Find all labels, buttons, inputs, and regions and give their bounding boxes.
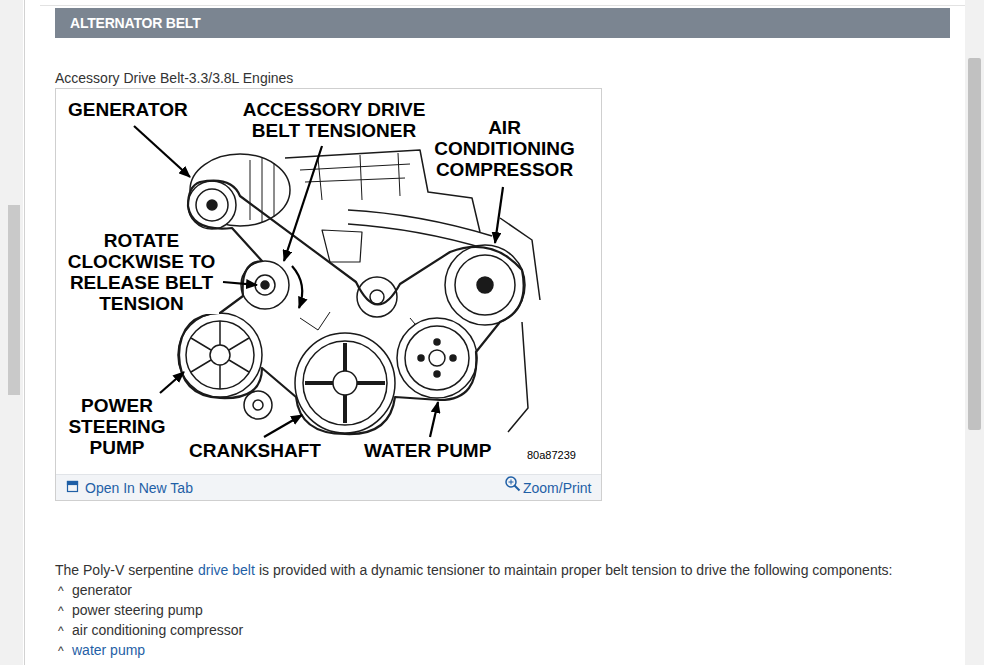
body-text: is provided with a dynamic tensioner to …: [259, 562, 892, 578]
figure-footer: [56, 474, 601, 500]
list-item-link: water pump: [72, 642, 145, 658]
crankshaft: [295, 333, 395, 433]
body-text: The Poly-V serpentine: [55, 562, 194, 578]
crank-pulley: [295, 333, 395, 433]
list-marker: ^: [58, 583, 64, 599]
open-tab-icon: [68, 482, 78, 492]
part-label: AIR CONDITIONING COMPRESSOR: [427, 117, 582, 180]
wp-bolt: [450, 355, 456, 361]
ps-rim: [186, 321, 254, 389]
scroll-thumb: [968, 58, 981, 430]
leader-rotate: [223, 282, 257, 285]
list-marker: ^: [58, 643, 64, 659]
leader-generator: [134, 126, 190, 177]
generator: [188, 154, 290, 229]
leader-crankshaft: [264, 415, 302, 437]
figure-caption: Accessory Drive Belt-3.3/3.8L Engines: [55, 70, 293, 86]
ps-hub: [210, 345, 230, 365]
footer-rule: [56, 474, 601, 475]
list-marker: ^: [58, 623, 64, 639]
wp-pulley: [397, 318, 477, 398]
block-detail: [300, 312, 420, 330]
crank-hub: [333, 371, 357, 395]
zoom-link: Zoom/Print: [523, 480, 591, 496]
part-label: ACCESSORY DRIVE BELT TENSIONER: [234, 99, 434, 141]
tensioner-rim: [255, 275, 275, 295]
part-label: CRANKSHAFT: [189, 440, 321, 461]
plus-v: [511, 480, 512, 485]
leader-water-pump: [430, 402, 438, 437]
header-bar: [55, 8, 950, 38]
body-link: drive belt: [198, 562, 255, 578]
icon-frame: [68, 482, 78, 492]
part-label: WATER PUMP: [364, 440, 491, 461]
idler-lower: [244, 391, 272, 419]
figure-id: 80a87239: [527, 449, 576, 462]
wp-bolt: [434, 339, 440, 345]
generator-hub: [207, 200, 217, 210]
wp-rim: [405, 326, 469, 390]
instruction-label: ROTATE CLOCKWISE TO RELEASE BELT TENSION: [64, 230, 219, 314]
leader-tensioner: [284, 146, 322, 261]
list-item: power steering pump: [72, 602, 203, 618]
wp-bolt: [418, 355, 424, 361]
tensioner-bolt: [261, 281, 269, 289]
open-tab-link: Open In New Tab: [85, 480, 193, 496]
wp-bolt: [434, 371, 440, 377]
list-item: generator: [72, 582, 132, 598]
left-scroll-thumb: [8, 205, 20, 395]
serpentine-belt: [179, 181, 524, 434]
zoom-icon: [506, 477, 520, 491]
icon-bar: [68, 482, 78, 485]
rotation-arrow: [292, 266, 302, 308]
ps-spokes: [191, 321, 249, 389]
ps-pulley: [178, 313, 262, 397]
ac-clutch: [455, 255, 515, 315]
part-label: POWER STEERING PUMP: [62, 395, 172, 458]
gutter-edge: [24, 0, 25, 665]
crank-rim: [303, 341, 387, 425]
water-pump: [397, 318, 477, 398]
scroll-track: [965, 0, 984, 665]
section-heading: ALTERNATOR BELT: [70, 15, 201, 31]
left-gutter: [0, 0, 23, 665]
ac-hose: [348, 210, 492, 249]
handle: [515, 486, 520, 491]
list-marker: ^: [58, 603, 64, 619]
wp-hub: [429, 350, 445, 366]
power-steering: [178, 313, 262, 397]
part-label: GENERATOR: [68, 99, 188, 120]
bracket: [322, 230, 362, 262]
ac-hub: [477, 277, 493, 293]
leader-ac: [495, 187, 503, 243]
generator-groove: [196, 189, 228, 221]
list-item: air conditioning compressor: [72, 622, 243, 638]
leader-power-steering: [160, 372, 184, 393]
card-edge: [40, 5, 965, 6]
crank-spokes: [305, 343, 385, 423]
small-hub: [253, 400, 263, 410]
small-pulley: [244, 391, 272, 419]
figure-frame: [56, 89, 602, 501]
